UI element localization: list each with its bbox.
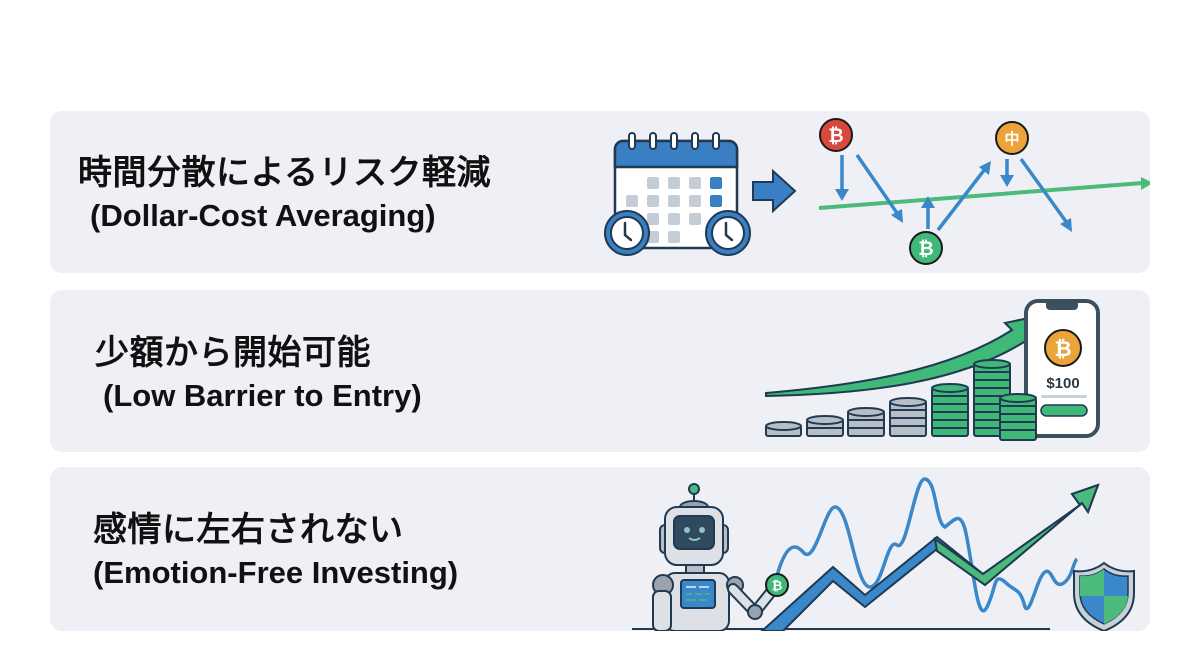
coin-orange-icon: 中 [995,121,1029,155]
emotion-free-illustration: ₿ [625,467,1150,633]
benefit-card-dca: 時間分散によるリスク軽減 (Dollar-Cost Averaging) [50,111,1153,273]
coin-stacks-icon [765,359,1011,437]
card-text: 少額から開始可能 (Low Barrier to Entry) [95,336,422,411]
svg-text:₿: ₿ [918,239,933,260]
bitcoin-coin-icon: ₿ [765,573,789,597]
dca-illustration: ₿ ₿ 中 [595,111,1153,273]
svg-text:₿: ₿ [828,126,843,147]
card-title-jp: 少額から開始可能 [95,333,371,373]
card-text: 感情に左右されない (Emotion-Free Investing) [93,513,458,588]
clock-icon [705,210,751,256]
phone-amount: $100 [1046,375,1079,392]
low-barrier-illustration: ₿ $100 [750,290,1150,452]
bitcoin-coin-green-icon: ₿ [909,231,943,265]
smartphone-icon: ₿ $100 [1024,299,1100,438]
robot-icon [652,483,777,632]
card-title-en: (Dollar-Cost Averaging) [90,198,436,233]
benefit-card-emotion-free: 感情に左右されない (Emotion-Free Investing) [50,467,1150,633]
bitcoin-coin-red-icon: ₿ [819,118,853,152]
shield-icon [1073,561,1135,633]
card-title-jp: 感情に左右されない [93,510,404,550]
benefit-card-low-barrier: 少額から開始可能 (Low Barrier to Entry) [50,290,1150,452]
trend-arrow-icon [759,483,1100,632]
volatility-line-icon [770,477,1079,613]
clock-icon [604,210,650,256]
svg-text:₿: ₿ [772,578,783,593]
svg-text:₿: ₿ [1054,338,1071,361]
card-text: 時間分散によるリスク軽減 (Dollar-Cost Averaging) [78,156,491,231]
svg-text:中: 中 [1004,130,1019,148]
card-title-jp: 時間分散によるリスク軽減 [78,153,491,193]
bitcoin-coin-icon: ₿ [1044,329,1082,367]
right-arrow-icon [752,168,797,214]
card-title-en: (Low Barrier to Entry) [103,378,422,413]
card-title-en: (Emotion-Free Investing) [93,555,459,590]
